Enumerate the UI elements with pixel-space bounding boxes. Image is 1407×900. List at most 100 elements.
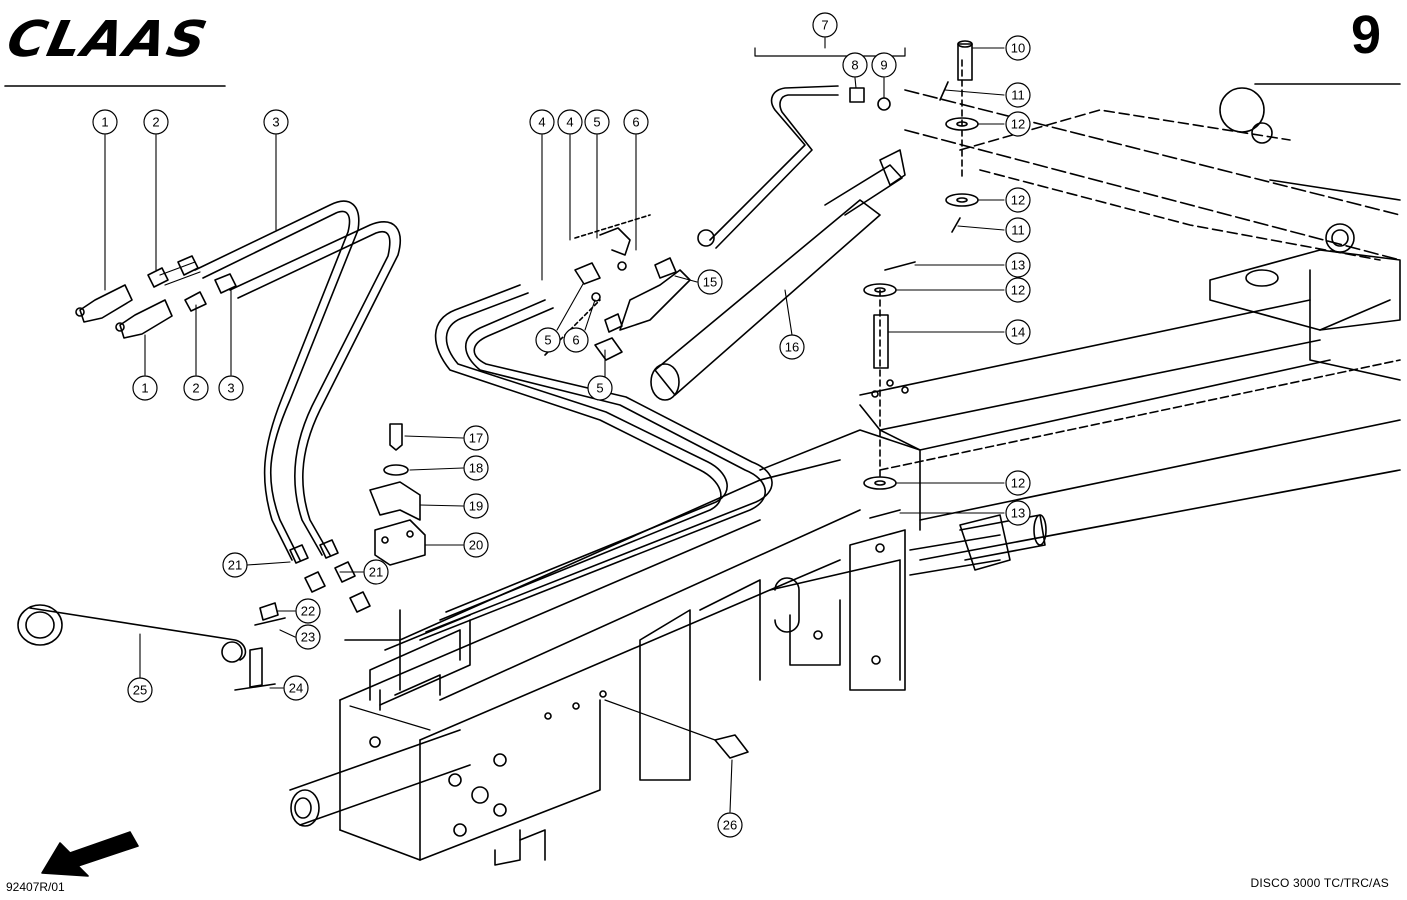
callout-5: 5 xyxy=(584,109,610,135)
hose-pair-right xyxy=(344,284,841,641)
callout-number: 3 xyxy=(227,381,234,396)
callout-number: 2 xyxy=(152,115,159,130)
callout-number: 22 xyxy=(301,604,315,619)
callout-1: 1 xyxy=(92,109,118,135)
lower-fittings xyxy=(234,539,371,691)
page-number: 9 xyxy=(1350,5,1381,65)
callout-16: 16 xyxy=(779,334,805,360)
callout-14: 14 xyxy=(1005,319,1031,345)
hydraulic-cylinder xyxy=(650,149,906,401)
callout-17: 17 xyxy=(463,425,489,451)
callout-2: 2 xyxy=(143,109,169,135)
callout-25: 25 xyxy=(127,677,153,703)
callout-number: 14 xyxy=(1011,325,1025,340)
callout-number: 3 xyxy=(272,115,279,130)
hose-bracket xyxy=(369,609,471,706)
callout-7: 7 xyxy=(812,12,838,38)
callout-number: 20 xyxy=(469,538,483,553)
callout-number: 5 xyxy=(596,381,603,396)
callout-24: 24 xyxy=(283,675,309,701)
callout-number: 1 xyxy=(141,381,148,396)
callout-12: 12 xyxy=(1005,277,1031,303)
callout-number: 9 xyxy=(880,58,887,73)
callout-number: 11 xyxy=(1011,88,1025,103)
callout-number: 11 xyxy=(1011,223,1025,238)
callout-6: 6 xyxy=(623,109,649,135)
callout-number: 23 xyxy=(301,630,315,645)
callout-number: 6 xyxy=(572,333,579,348)
callout-number: 13 xyxy=(1011,506,1025,521)
fittings-center xyxy=(544,214,691,361)
hose-pair-left xyxy=(159,200,401,561)
callout-number: 17 xyxy=(469,431,483,446)
callout-number: 8 xyxy=(851,58,858,73)
callout-number: 25 xyxy=(133,683,147,698)
callout-20: 20 xyxy=(463,532,489,558)
callout-number: 15 xyxy=(703,275,717,290)
callout-18: 18 xyxy=(463,455,489,481)
callout-8: 8 xyxy=(842,52,868,78)
callout-22: 22 xyxy=(295,598,321,624)
callout-number: 4 xyxy=(538,115,545,130)
clamp-parts xyxy=(369,423,426,566)
callout-number: 19 xyxy=(469,499,483,514)
callout-number: 21 xyxy=(369,565,383,580)
callout-23: 23 xyxy=(295,624,321,650)
direction-arrow-icon xyxy=(41,831,139,877)
callout-number: 12 xyxy=(1011,193,1025,208)
callout-4: 4 xyxy=(529,109,555,135)
callout-3: 3 xyxy=(263,109,289,135)
callout-number: 12 xyxy=(1011,283,1025,298)
callout-number: 2 xyxy=(192,381,199,396)
callout-number: 24 xyxy=(289,681,303,696)
callout-2: 2 xyxy=(183,375,209,401)
callout-12: 12 xyxy=(1005,111,1031,137)
callout-11: 11 xyxy=(1005,217,1031,243)
callout-21: 21 xyxy=(222,552,248,578)
callout-number: 6 xyxy=(632,115,639,130)
callout-number: 12 xyxy=(1011,476,1025,491)
callout-12: 12 xyxy=(1005,470,1031,496)
callout-1: 1 xyxy=(132,375,158,401)
main-beam xyxy=(759,299,1401,571)
callout-19: 19 xyxy=(463,493,489,519)
callout-number: 12 xyxy=(1011,117,1025,132)
callout-number: 5 xyxy=(544,333,551,348)
callout-number: 1 xyxy=(101,115,108,130)
callout-26: 26 xyxy=(717,812,743,838)
callout-6: 6 xyxy=(563,327,589,353)
callout-5: 5 xyxy=(587,375,613,401)
spring-hook xyxy=(17,604,247,663)
callout-21: 21 xyxy=(363,559,389,585)
callout-5: 5 xyxy=(535,327,561,353)
callout-number: 7 xyxy=(821,18,828,33)
callout-13: 13 xyxy=(1005,252,1031,278)
callout-10: 10 xyxy=(1005,35,1031,61)
callout-number: 21 xyxy=(228,558,242,573)
callout-13: 13 xyxy=(1005,500,1031,526)
brand-logo: CLAAS xyxy=(1,11,214,69)
callout-9: 9 xyxy=(871,52,897,78)
hose-fittings-left xyxy=(75,255,237,339)
callout-number: 16 xyxy=(785,340,799,355)
pins-and-washers xyxy=(863,40,979,519)
callout-number: 18 xyxy=(469,461,483,476)
main-frame xyxy=(904,87,1401,381)
callout-12: 12 xyxy=(1005,187,1031,213)
callout-15: 15 xyxy=(697,269,723,295)
steel-pipe xyxy=(697,47,906,249)
model-designation: DISCO 3000 TC/TRC/AS xyxy=(1250,876,1389,890)
drawing-number: 92407R/01 xyxy=(6,880,65,894)
front-frame xyxy=(289,509,906,866)
callout-number: 10 xyxy=(1011,41,1025,56)
callout-number: 4 xyxy=(566,115,573,130)
callout-3: 3 xyxy=(218,375,244,401)
header-rules xyxy=(4,83,1401,87)
grease-nipple xyxy=(604,699,749,759)
callout-4: 4 xyxy=(557,109,583,135)
callout-11: 11 xyxy=(1005,82,1031,108)
pto-shaft xyxy=(909,514,1047,576)
